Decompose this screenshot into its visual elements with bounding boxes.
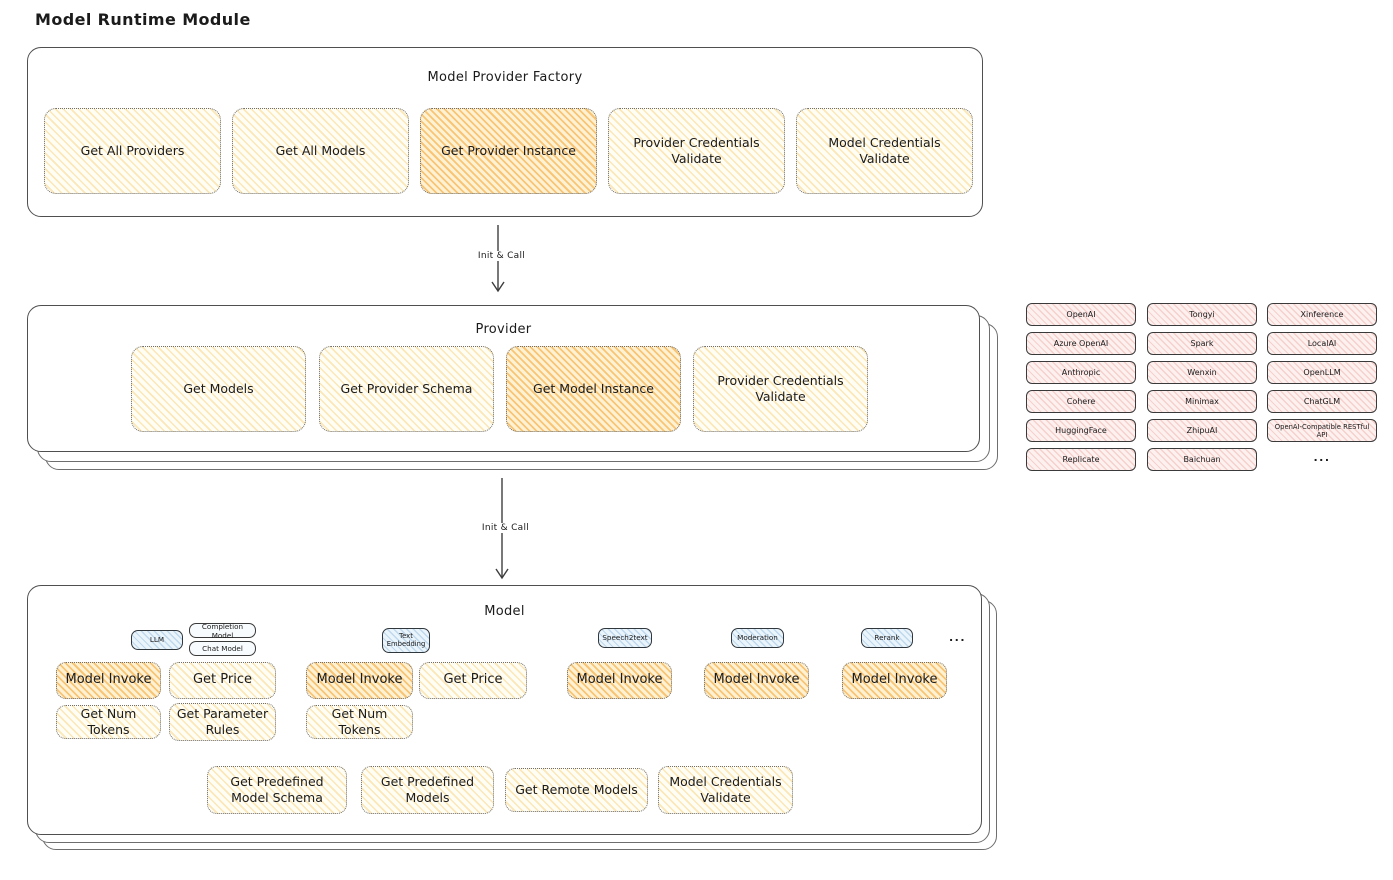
get-predefined-model-schema-card: Get Predefined Model Schema bbox=[207, 766, 347, 814]
provider-chip-anthropic: Anthropic bbox=[1026, 361, 1136, 384]
rerank-model-invoke-card: Model Invoke bbox=[842, 662, 947, 699]
chip-speech2text: Speech2text bbox=[598, 628, 652, 648]
factory-card-get-provider-instance: Get Provider Instance bbox=[420, 108, 597, 194]
factory-box-title: Model Provider Factory bbox=[427, 70, 583, 85]
page-title: Model Runtime Module bbox=[35, 10, 251, 29]
chip-chat-model: Chat Model bbox=[189, 641, 256, 656]
provider-chip-openllm: OpenLLM bbox=[1267, 361, 1377, 384]
provider-chip-wenxin: Wenxin bbox=[1147, 361, 1257, 384]
provider-chip-localai: LocalAI bbox=[1267, 332, 1377, 355]
provider-chip-openai: OpenAI bbox=[1026, 303, 1136, 326]
speech2text-model-invoke-card: Model Invoke bbox=[567, 662, 672, 699]
embedding-get-num-tokens-card: Get Num Tokens bbox=[306, 705, 413, 739]
llm-get-parameter-rules-card: Get Parameter Rules bbox=[169, 703, 276, 741]
arrow1-label: Init & Call bbox=[471, 251, 532, 261]
provider-chip-minimax: Minimax bbox=[1147, 390, 1257, 413]
provider-box-title: Provider bbox=[475, 322, 532, 337]
get-predefined-models-card: Get Predefined Models bbox=[361, 766, 494, 814]
llm-get-num-tokens-card: Get Num Tokens bbox=[56, 705, 161, 739]
moderation-model-invoke-card: Model Invoke bbox=[704, 662, 809, 699]
model-box: Model LLM Completion Model Chat Model Te… bbox=[27, 585, 982, 835]
provider-chip-spark: Spark bbox=[1147, 332, 1257, 355]
provider-box: Provider Get Models Get Provider Schema … bbox=[27, 305, 980, 452]
model-types-more-ellipsis: ... bbox=[949, 631, 967, 644]
provider-chip-tongyi: Tongyi bbox=[1147, 303, 1257, 326]
arrow2-label: Init & Call bbox=[475, 523, 536, 533]
provider-card-provider-credentials-validate: Provider Credentials Validate bbox=[693, 346, 868, 432]
provider-chip-replicate: Replicate bbox=[1026, 448, 1136, 471]
provider-chip-openai-compatible-restful-api: OpenAI-Compatible RESTful API bbox=[1267, 419, 1377, 442]
model-box-title: Model bbox=[484, 604, 525, 619]
factory-card-model-credentials-validate: Model Credentials Validate bbox=[796, 108, 973, 194]
provider-chip-chatglm: ChatGLM bbox=[1267, 390, 1377, 413]
model-credentials-validate-card: Model Credentials Validate bbox=[658, 766, 793, 814]
llm-get-price-card: Get Price bbox=[169, 662, 276, 699]
chip-llm: LLM bbox=[131, 630, 183, 650]
provider-chip-xinference: Xinference bbox=[1267, 303, 1377, 326]
chip-moderation: Moderation bbox=[731, 628, 784, 648]
provider-chip-cohere: Cohere bbox=[1026, 390, 1136, 413]
provider-chip-baichuan: Baichuan bbox=[1147, 448, 1257, 471]
chip-rerank: Rerank bbox=[861, 628, 913, 648]
provider-chip-azure-openai: Azure OpenAI bbox=[1026, 332, 1136, 355]
llm-model-invoke-card: Model Invoke bbox=[56, 662, 161, 699]
get-remote-models-card: Get Remote Models bbox=[505, 768, 648, 812]
provider-chip-huggingface: HuggingFace bbox=[1026, 419, 1136, 442]
provider-chip-zhipuai: ZhipuAI bbox=[1147, 419, 1257, 442]
provider-card-get-models: Get Models bbox=[131, 346, 306, 432]
factory-card-get-all-providers: Get All Providers bbox=[44, 108, 221, 194]
chip-text-embedding: Text Embedding bbox=[382, 628, 430, 653]
factory-card-provider-credentials-validate: Provider Credentials Validate bbox=[608, 108, 785, 194]
embedding-get-price-card: Get Price bbox=[419, 662, 527, 699]
model-provider-factory-box: Model Provider Factory Get All Providers… bbox=[27, 47, 983, 217]
provider-card-get-model-instance: Get Model Instance bbox=[506, 346, 681, 432]
providers-more-ellipsis: ... bbox=[1313, 451, 1331, 464]
embedding-model-invoke-card: Model Invoke bbox=[306, 662, 413, 699]
provider-card-get-provider-schema: Get Provider Schema bbox=[319, 346, 494, 432]
chip-completion-model: Completion Model bbox=[189, 622, 256, 640]
factory-card-get-all-models: Get All Models bbox=[232, 108, 409, 194]
